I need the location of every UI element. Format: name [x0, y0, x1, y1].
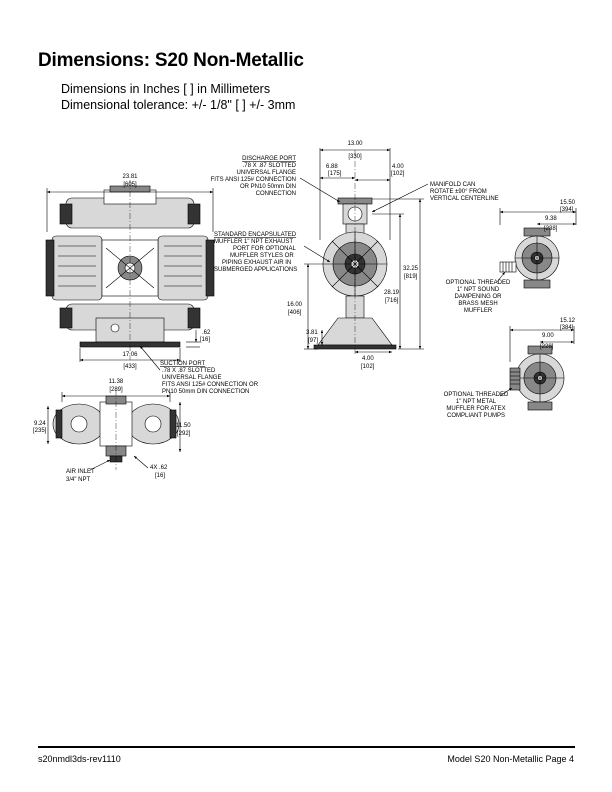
air-inlet-size-label: 3/4" NPT [66, 477, 90, 483]
suction-port-title: SUCTION PORT [160, 361, 206, 367]
right-top-dim1-label: 15.50 [560, 200, 576, 206]
air-inlet-label: AIR INLET [66, 469, 95, 475]
right-bottom-dim2-mm-label: [228] [540, 344, 554, 350]
discharge-port-line: FITS ANSI 125# CONNECTION [211, 177, 296, 183]
side-left-offset-mm-label: [175] [328, 171, 342, 177]
base-right-mm-label: [102] [361, 364, 375, 370]
base-height-mm-label: [16] [200, 337, 210, 343]
side-right-offset-mm-label: [102] [391, 171, 405, 177]
bottom-view-pump [52, 395, 180, 463]
discharge-height-label: 28.19 [384, 290, 400, 296]
overall-height-mm-label: [819] [404, 274, 418, 280]
right-top-dim2-mm-label: [238] [544, 226, 558, 232]
discharge-port-line: .78 X .87 SLOTTED [243, 163, 297, 169]
discharge-port-line: OR PN10 50mm DIN [240, 184, 296, 190]
right-bottom-dim1-mm-label: [384] [560, 325, 574, 331]
muffler-line: SUBMERGED APPLICATIONS [214, 267, 297, 273]
suction-port-line: PN10 50mm DIN CONNECTION [162, 389, 249, 395]
bottom-depth-right-label: 11.50 [176, 423, 191, 429]
muffler-line: PIPING EXHAUST AIR IN [222, 260, 291, 266]
side-top-width-mm-label: [330] [348, 154, 362, 160]
bottom-holes-label: 4X .62 [150, 465, 168, 471]
right-top-note-line: DAMPENING OR [454, 294, 502, 300]
manifold-note-line: ROTATE ±90° FROM [430, 189, 487, 195]
muffler-line: MUFFLER STYLES OR [230, 253, 294, 259]
suction-port-line: UNIVERSAL FLANGE [162, 375, 221, 381]
muffler-title: STANDARD ENCAPSULATED [214, 232, 297, 238]
front-width-mm-label: [605] [123, 182, 137, 188]
suction-height-label: 16.00 [287, 302, 303, 308]
base-width-mm-label: [433] [123, 364, 137, 370]
muffler-line: MUFFLER 1" NPT EXHAUST [214, 239, 293, 245]
right-bottom-dim1-label: 15.12 [560, 318, 576, 324]
dimension-units-note: Dimensions in Inches [ ] in Millimeters [61, 82, 271, 96]
suction-height-mm-label: [406] [288, 310, 302, 316]
right-bottom-note-line: OPTIONAL THREADED [444, 392, 509, 398]
right-bottom-dim2-label: 9.00 [542, 333, 554, 339]
right-top-note-line: 1" NPT SOUND [457, 287, 500, 293]
right-top-dim1-mm-label: [394] [560, 207, 574, 213]
bottom-width-label: 11.38 [109, 379, 124, 385]
right-bottom-note-line: COMPLIANT PUMPS [447, 413, 505, 419]
document-code: s20nmdl3ds-rev1110 [38, 754, 121, 764]
page-footer-label: Model S20 Non-Metallic Page 4 [447, 754, 574, 764]
right-top-note-line: OPTIONAL THREADED [446, 280, 511, 286]
right-top-dim2-label: 9.38 [545, 216, 557, 222]
right-bottom-note-line: MUFFLER FOR ATEX [446, 406, 505, 412]
bottom-depth-right-mm-label: [292] [177, 431, 191, 437]
side-left-offset-label: 6.88 [326, 164, 338, 170]
right-top-note-line: BRASS MESH [458, 301, 497, 307]
overall-height-label: 32.25 [403, 266, 419, 272]
front-width-label: 23.81 [122, 174, 138, 180]
discharge-height-mm-label: [716] [385, 298, 399, 304]
footer-rule [38, 746, 575, 748]
side-top-width-label: 13.00 [347, 141, 363, 147]
base-right-label: 4.00 [362, 356, 374, 362]
discharge-port-line: CONNECTION [256, 191, 296, 197]
discharge-port-line: UNIVERSAL FLANGE [237, 170, 296, 176]
side-right-offset-label: 4.00 [392, 164, 404, 170]
base-height-label: .62 [202, 330, 211, 336]
right-bottom-note-line: 1" NPT METAL [456, 399, 497, 405]
base-left-label: 3.81 [306, 330, 318, 336]
bottom-depth-left-label: 9.24 [34, 421, 46, 427]
suction-port-line: .78 X .87 SLOTTED [162, 368, 216, 374]
bottom-width-mm-label: [289] [109, 387, 123, 393]
base-left-mm-label: [97] [308, 338, 318, 344]
suction-port-line: FITS ANSI 125# CONNECTION OR [162, 382, 259, 388]
bottom-depth-left-mm-label: [235] [33, 428, 47, 434]
page-title: Dimensions: S20 Non-Metallic [38, 50, 304, 71]
muffler-line: PORT FOR OPTIONAL [233, 246, 296, 252]
base-width-label: 17.06 [122, 352, 138, 358]
right-bottom-pump [509, 345, 565, 411]
bottom-holes-mm-label: [16] [155, 473, 165, 479]
right-top-pump [499, 227, 560, 289]
manifold-note-line: MANIFOLD CAN [430, 182, 475, 188]
discharge-port-title: DISCHARGE PORT [242, 156, 296, 162]
manifold-note-line: VERTICAL CENTERLINE [430, 196, 499, 202]
right-top-note-line: MUFFLER [464, 308, 493, 314]
tolerance-note: Dimensional tolerance: +/- 1/8" [ ] +/- … [61, 98, 296, 112]
